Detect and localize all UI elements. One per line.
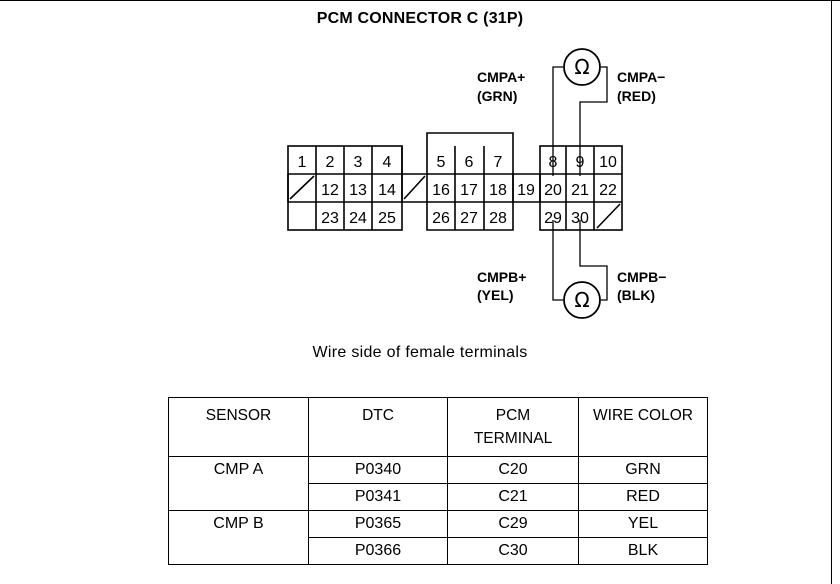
header-dtc: DTC (308, 397, 448, 457)
blank-cell-15 (403, 175, 426, 200)
cell-sensor: CMP B (168, 510, 309, 565)
pin-1: 1 (298, 154, 307, 171)
label-cmpb-minus-color: (BLK) (617, 287, 655, 303)
pin-12: 12 (321, 182, 339, 199)
label-cmpa-minus: CMPA− (617, 69, 665, 85)
cell-color: GRN (578, 456, 708, 484)
label-cmpb-plus-color: (YEL) (477, 287, 514, 303)
table-row: P0341 C21 RED (169, 483, 708, 511)
ohmmeter-top (563, 48, 601, 86)
pin-3: 3 (354, 154, 363, 171)
cell-color: RED (578, 483, 708, 511)
pin-30: 30 (571, 210, 589, 227)
pin-2: 2 (326, 154, 335, 171)
label-cmpa-plus: CMPA+ (477, 69, 525, 85)
cell-color: BLK (578, 537, 708, 565)
header-wire-color: WIRE COLOR (578, 397, 708, 457)
pin-10: 10 (599, 154, 617, 171)
pin-18: 18 (489, 182, 507, 199)
connector-diagram: 1 2 3 4 5 6 7 8 9 10 12 13 14 16 17 18 1… (287, 48, 666, 319)
right-border (831, 0, 832, 584)
pin-23: 23 (321, 210, 339, 227)
pin-4: 4 (383, 154, 392, 171)
label-cmpa-minus-color: (RED) (617, 88, 656, 104)
cell-dtc: P0366 (308, 537, 448, 565)
wire-cmpa-minus (579, 66, 608, 176)
diagram-title: PCM CONNECTOR C (31P) (316, 10, 524, 27)
table-row: P0366 C30 BLK (169, 537, 708, 565)
ohm-symbol-bottom: Ω (574, 288, 589, 312)
wire-cmpb-minus (579, 220, 608, 301)
header-sensor: SENSOR (168, 397, 309, 457)
blank-cell-11 (289, 175, 315, 200)
table-row: CMP B P0365 C29 YEL (168, 510, 708, 565)
pin-27: 27 (460, 210, 478, 227)
cell-terminal: C20 (447, 456, 579, 484)
label-cmpa-plus-color: (GRN) (477, 88, 517, 104)
pin-16: 16 (432, 182, 450, 199)
top-border (0, 0, 840, 1)
wire-cmpa-plus (552, 66, 563, 176)
pin-7: 7 (494, 154, 503, 171)
cell-color: YEL (578, 510, 708, 538)
pin-20: 20 (544, 182, 562, 199)
pin-19: 19 (517, 182, 535, 199)
pin-28: 28 (489, 210, 507, 227)
pin-22: 22 (599, 182, 617, 199)
table-row: CMP A P0340 C20 GRN (168, 456, 708, 511)
pin-29: 29 (544, 210, 562, 227)
ohm-symbol-top: Ω (574, 55, 589, 79)
wire-cmpb-plus (552, 220, 563, 301)
ohmmeter-bottom (563, 281, 601, 319)
pin-13: 13 (349, 182, 367, 199)
label-cmpb-plus: CMPB+ (477, 269, 526, 285)
pin-14: 14 (378, 182, 396, 199)
cell-terminal: C21 (447, 483, 579, 511)
cell-dtc: P0365 (308, 510, 448, 538)
pin-5: 5 (437, 154, 446, 171)
pin-21: 21 (571, 182, 589, 199)
pin-26: 26 (432, 210, 450, 227)
pin-24: 24 (349, 210, 367, 227)
cell-sensor: CMP A (168, 456, 309, 511)
pin-17: 17 (460, 182, 478, 199)
cell-dtc: P0340 (308, 456, 448, 484)
blank-cell-31 (596, 203, 621, 229)
cell-dtc: P0341 (308, 483, 448, 511)
pin-6: 6 (465, 154, 474, 171)
cell-terminal: C30 (447, 537, 579, 565)
label-cmpb-minus: CMPB− (617, 269, 666, 285)
diagram-caption: Wire side of female terminals (312, 344, 528, 361)
cell-terminal: C29 (447, 510, 579, 538)
pin-25: 25 (378, 210, 396, 227)
